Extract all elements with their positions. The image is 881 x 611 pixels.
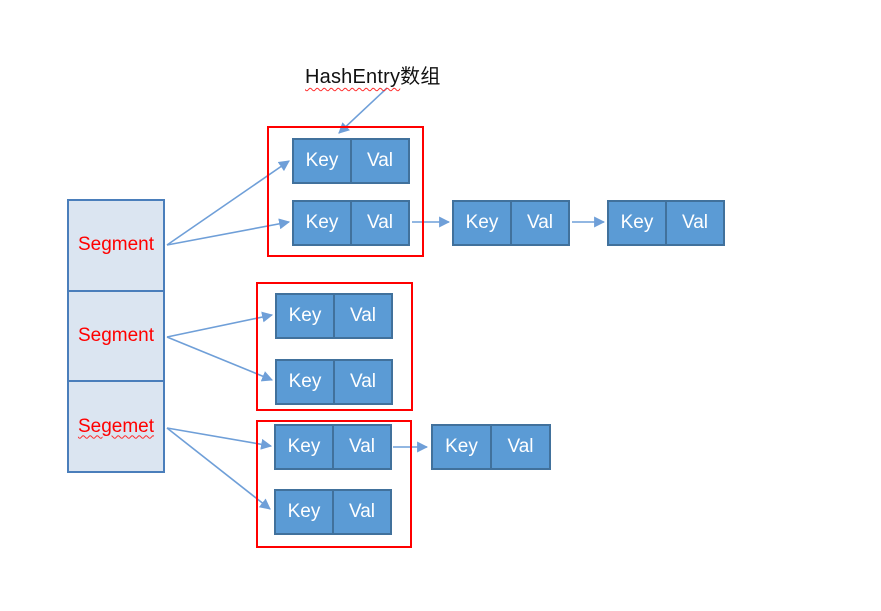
- val-cell: Val: [333, 361, 391, 403]
- key-cell: Key: [288, 371, 322, 392]
- key-cell: Key: [465, 212, 499, 233]
- arrow-segment3-to-bucket3-node1: [166, 427, 271, 510]
- val-cell: Val: [350, 202, 408, 244]
- val-cell: Val: [665, 202, 723, 244]
- hashentry-node-bucket2-1: Key Val: [275, 359, 393, 405]
- segment-cell-1: Segment: [69, 201, 163, 290]
- key-cell: Key: [445, 436, 478, 457]
- hashentry-node-bucket1-1: Key Val: [292, 200, 410, 246]
- key-cell: Key: [287, 501, 321, 522]
- val-cell: Val: [510, 202, 568, 244]
- key-cell: Key: [305, 212, 339, 233]
- val-cell: Val: [490, 426, 549, 468]
- diagram-title: HashEntry数组: [305, 60, 441, 89]
- segment-cell-3: Segemet: [69, 380, 163, 471]
- hashentry-group-1: [267, 126, 424, 257]
- hashentry-node-bucket3-1: Key Val: [274, 489, 392, 535]
- hashentry-group-3: [256, 420, 412, 548]
- hashentry-node-bucket3-0: Key Val: [274, 424, 392, 470]
- key-cell: Key: [288, 305, 322, 326]
- segment-label-1: Segment: [77, 234, 155, 256]
- hashentry-group-2: [256, 282, 413, 411]
- key-cell: Key: [305, 150, 339, 171]
- key-cell: Key: [287, 436, 321, 457]
- hashentry-node-bucket1-chain1: Key Val: [452, 200, 570, 246]
- segment-label-2: Segment: [77, 325, 155, 346]
- diagram-title-cjk: 数组: [400, 66, 441, 88]
- hashentry-node-bucket1-0: Key Val: [292, 138, 410, 184]
- segment-label-3: Segemet: [77, 415, 155, 437]
- hashentry-node-bucket2-0: Key Val: [275, 293, 393, 339]
- key-cell: Key: [620, 212, 654, 233]
- segment-array: Segment Segment Segemet: [67, 199, 165, 473]
- val-cell: Val: [332, 426, 390, 468]
- hashentry-node-bucket1-chain2: Key Val: [607, 200, 725, 246]
- val-cell: Val: [332, 491, 390, 533]
- hashentry-node-bucket3-chain1: Key Val: [431, 424, 551, 470]
- diagram-title-latin: HashEntry: [305, 66, 401, 88]
- segment-cell-2: Segment: [69, 289, 163, 381]
- val-cell: Val: [333, 295, 391, 337]
- val-cell: Val: [350, 140, 408, 182]
